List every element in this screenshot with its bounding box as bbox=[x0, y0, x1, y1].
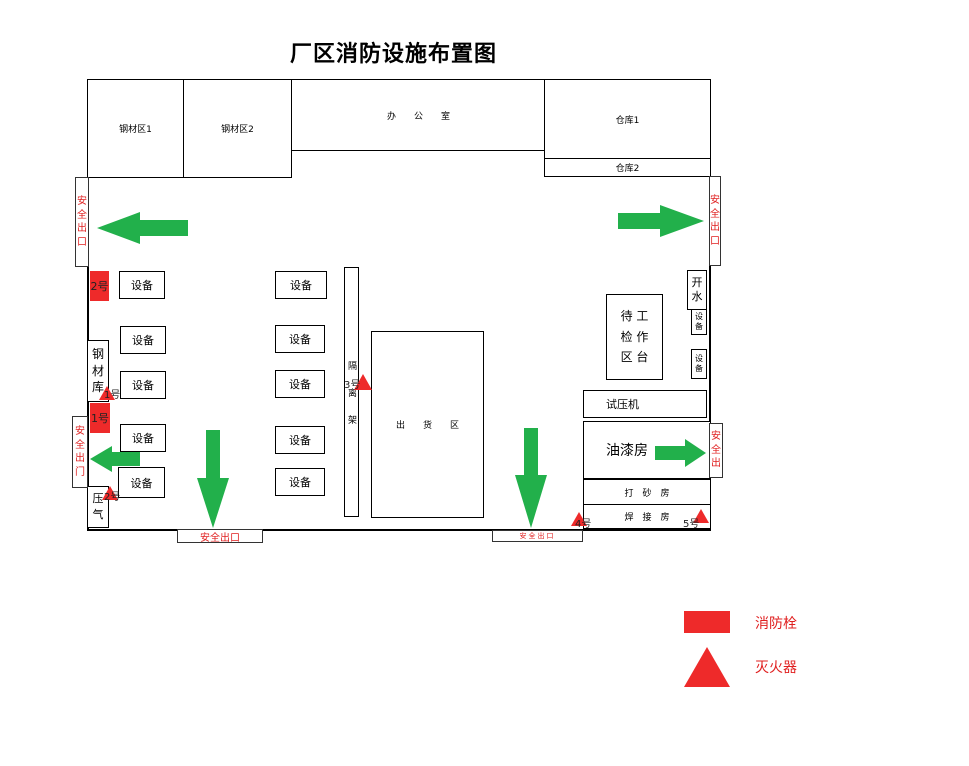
arrow-down-left bbox=[197, 430, 229, 528]
equipment-box: 设备 bbox=[275, 468, 325, 496]
equipment-box: 设备 bbox=[275, 426, 325, 454]
safety-exit-right-top: 安 全 出 口 bbox=[709, 176, 721, 266]
steel-area-2: 钢材区2 bbox=[183, 79, 292, 178]
extinguisher-label-4: 4号 bbox=[575, 519, 592, 530]
equipment-box: 设备 bbox=[275, 325, 325, 353]
legend-hydrant-label: 消防栓 bbox=[755, 616, 797, 632]
extinguisher-label-2: 2号 bbox=[104, 492, 121, 503]
partition-rack: 隔 离 架 bbox=[344, 267, 359, 517]
safety-exit-left-mid: 安 全 出 门 bbox=[72, 416, 88, 488]
safety-exit-left-top: 安 全 出 口 bbox=[75, 177, 89, 267]
legend-hydrant-swatch bbox=[684, 611, 730, 633]
fire-extinguisher-icon bbox=[693, 509, 709, 523]
shipping-area: 出 货 区 bbox=[371, 331, 484, 518]
equipment-box: 设备 bbox=[275, 370, 325, 398]
welding-room: 焊 接 房 bbox=[583, 504, 711, 529]
warehouse-1: 仓库1 bbox=[544, 79, 711, 159]
arrow-left-top bbox=[97, 212, 188, 244]
extinguisher-label-5: 5号 bbox=[683, 519, 700, 530]
small-equipment-box: 设 备 bbox=[691, 309, 707, 335]
steel-area-1: 钢材区1 bbox=[87, 79, 184, 178]
inspection-workbench: 待 工 检 作 区 台 bbox=[606, 294, 663, 380]
extinguisher-label-1: 1号 bbox=[104, 390, 121, 401]
fire-extinguisher-icon bbox=[354, 374, 372, 390]
equipment-box: 设备 bbox=[120, 424, 166, 452]
equipment-box: 设备 bbox=[120, 371, 166, 399]
arrow-right-top bbox=[618, 205, 704, 237]
legend-extinguisher-label: 灭火器 bbox=[755, 660, 797, 676]
air-compressor: 压 气 bbox=[87, 486, 109, 528]
fire-hydrant-1: 1号 bbox=[90, 403, 110, 433]
safety-exit-bottom-right: 安全出口 bbox=[492, 530, 583, 542]
equipment-box: 设备 bbox=[118, 467, 165, 498]
fire-extinguisher-icon bbox=[102, 486, 118, 500]
equipment-box: 设备 bbox=[119, 271, 165, 299]
safety-exit-bottom-left: 安全出口 bbox=[177, 529, 263, 544]
diagram-title: 厂区消防设施布置图 bbox=[290, 42, 498, 67]
water-pump-room: 开 水 bbox=[687, 270, 707, 310]
fire-extinguisher-icon bbox=[99, 386, 115, 400]
small-equipment-box: 设 备 bbox=[691, 349, 707, 379]
fire-hydrant-2: 2号 bbox=[90, 271, 109, 301]
safety-exit-right-mid: 安 全 出 bbox=[709, 423, 723, 478]
warehouse-2: 仓库2 bbox=[544, 158, 711, 177]
arrow-left-mid bbox=[90, 446, 140, 472]
equipment-box: 设备 bbox=[120, 326, 166, 354]
arrow-right-paint bbox=[655, 439, 706, 467]
sanding-room: 打 砂 房 bbox=[583, 479, 711, 505]
equipment-box: 设备 bbox=[275, 271, 327, 299]
fire-extinguisher-icon bbox=[571, 512, 587, 526]
office: 办 公 室 bbox=[291, 79, 546, 151]
extinguisher-label-3: 3号 bbox=[344, 380, 361, 391]
arrow-down-right bbox=[515, 428, 547, 528]
pressure-test-machine: 试压机 bbox=[583, 390, 707, 418]
legend-extinguisher-icon bbox=[684, 647, 730, 687]
